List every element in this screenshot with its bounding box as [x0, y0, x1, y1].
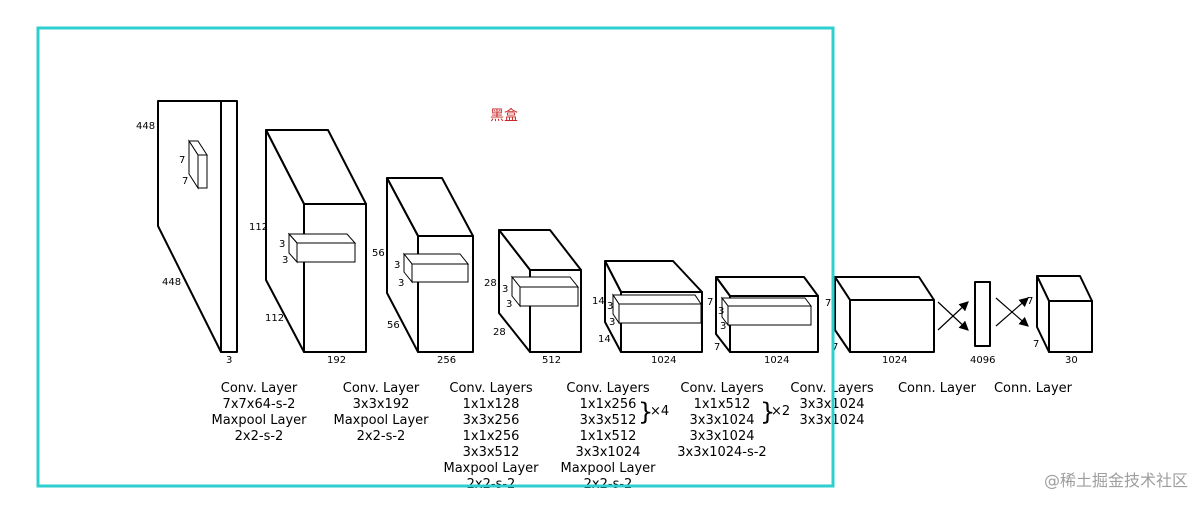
svg-text:1x1x512: 1x1x512 — [580, 429, 637, 444]
layer-input-block — [157, 100, 238, 353]
svg-text:Maxpool Layer: Maxpool Layer — [211, 413, 307, 428]
l1-depth-label: 3 — [226, 355, 232, 366]
svg-text:Conv. Layers: Conv. Layers — [449, 381, 532, 396]
fc-connection-arrows-1 — [937, 301, 969, 331]
caption-layer2: Conv. Layer 3x3x192 Maxpool Layer 2x2-s-… — [333, 381, 429, 444]
l1-height-label: 448 — [136, 121, 155, 132]
l5-width-label: 14 — [598, 334, 611, 345]
caption-fc1: Conn. Layer — [898, 381, 977, 396]
black-box-annotation: 黑盒 — [490, 107, 518, 124]
l4-kernel1-label: 3 — [502, 284, 508, 295]
svg-text:Maxpool Layer: Maxpool Layer — [333, 413, 429, 428]
l3-kernel1-label: 3 — [394, 260, 400, 271]
repeat-count-c4: ×4 — [650, 404, 669, 419]
watermark-text: @稀土掘金技术社区 — [1044, 471, 1188, 490]
l4-width-label: 28 — [493, 327, 506, 338]
l1-width-label: 448 — [162, 277, 181, 288]
l6-kernel2-label: 3 — [720, 321, 726, 332]
l7-depth-label: 1024 — [882, 355, 907, 366]
svg-text:Conv. Layers: Conv. Layers — [566, 381, 649, 396]
caption-fc2: Conn. Layer — [994, 381, 1073, 396]
fc-connection-arrows-2 — [995, 297, 1029, 327]
svg-text:1x1x512: 1x1x512 — [694, 397, 751, 412]
svg-text:2x2-s-2: 2x2-s-2 — [235, 429, 284, 444]
svg-text:3x3x512: 3x3x512 — [463, 445, 520, 460]
svg-text:2x2-s-2: 2x2-s-2 — [357, 429, 406, 444]
l6-width-label: 7 — [714, 342, 720, 353]
l3-depth-label: 256 — [437, 355, 456, 366]
l4-kernel2-label: 3 — [506, 299, 512, 310]
l2-kernel2-label: 3 — [282, 255, 288, 266]
l2-height-label: 112 — [249, 222, 268, 233]
l6-kernel1-label: 3 — [718, 306, 724, 317]
out-width-label: 7 — [1033, 339, 1039, 350]
layer-conv5-block — [604, 260, 703, 353]
l5-kernel1-label: 3 — [607, 301, 613, 312]
layer-conv4-block — [498, 229, 582, 353]
layer-conv2-block — [265, 129, 367, 353]
svg-text:1x1x256: 1x1x256 — [463, 429, 520, 444]
l2-depth-label: 192 — [327, 355, 346, 366]
l5-height-label: 14 — [592, 296, 605, 307]
svg-text:1x1x256: 1x1x256 — [580, 397, 637, 412]
svg-text:3x3x1024: 3x3x1024 — [575, 445, 640, 460]
repeat-brace-c4: } — [638, 398, 653, 426]
svg-text:Conv. Layers: Conv. Layers — [680, 381, 763, 396]
svg-text:7x7x64-s-2: 7x7x64-s-2 — [223, 397, 296, 412]
caption-layer1: Conv. Layer 7x7x64-s-2 Maxpool Layer 2x2… — [211, 381, 307, 444]
output-tensor-block — [1036, 275, 1093, 353]
layer-conv7-block — [834, 276, 935, 353]
svg-text:3x3x1024: 3x3x1024 — [689, 413, 754, 428]
svg-text:Maxpool Layer: Maxpool Layer — [560, 461, 656, 476]
repeat-count-c5: ×2 — [771, 404, 790, 419]
layer-conv3-block — [386, 177, 474, 353]
svg-text:Conv. Layer: Conv. Layer — [343, 381, 420, 396]
caption-layer3: Conv. Layers 1x1x128 3x3x256 1x1x256 3x3… — [443, 381, 539, 492]
caption-layer4: Conv. Layers 1x1x256 3x3x512 1x1x512 3x3… — [560, 381, 669, 492]
svg-text:3x3x256: 3x3x256 — [463, 413, 520, 428]
repeat-brace-c5: } — [760, 398, 775, 426]
svg-text:1x1x128: 1x1x128 — [463, 397, 520, 412]
layer-conv6-block — [715, 276, 819, 353]
l4-depth-label: 512 — [542, 355, 561, 366]
svg-text:3x3x1024-s-2: 3x3x1024-s-2 — [677, 445, 766, 460]
l6-height-label: 7 — [707, 297, 713, 308]
svg-text:Maxpool Layer: Maxpool Layer — [443, 461, 539, 476]
l7-width-label: 7 — [832, 342, 838, 353]
l7-height-label: 7 — [825, 298, 831, 309]
caption-layer5: Conv. Layers 1x1x512 3x3x1024 3x3x1024 3… — [677, 381, 790, 460]
out-depth-label: 30 — [1065, 355, 1078, 366]
l1-kernel-w-label: 7 — [182, 176, 188, 187]
out-height-label: 7 — [1027, 296, 1033, 307]
l2-width-label: 112 — [265, 313, 284, 324]
l3-width-label: 56 — [387, 320, 400, 331]
l6-depth-label: 1024 — [764, 355, 789, 366]
fc1-size-label: 4096 — [970, 355, 995, 366]
svg-text:3x3x1024: 3x3x1024 — [689, 429, 754, 444]
l3-kernel2-label: 3 — [398, 278, 404, 289]
l3-height-label: 56 — [372, 248, 385, 259]
svg-text:3x3x192: 3x3x192 — [353, 397, 410, 412]
svg-text:Conv. Layer: Conv. Layer — [221, 381, 298, 396]
svg-text:3x3x512: 3x3x512 — [580, 413, 637, 428]
black-box-highlight — [36, 26, 835, 488]
l2-kernel1-label: 3 — [279, 239, 285, 250]
l4-height-label: 28 — [484, 278, 497, 289]
l5-depth-label: 1024 — [651, 355, 676, 366]
fc1-bar — [974, 281, 991, 347]
l1-kernel-h-label: 7 — [179, 155, 185, 166]
l5-kernel2-label: 3 — [609, 317, 615, 328]
